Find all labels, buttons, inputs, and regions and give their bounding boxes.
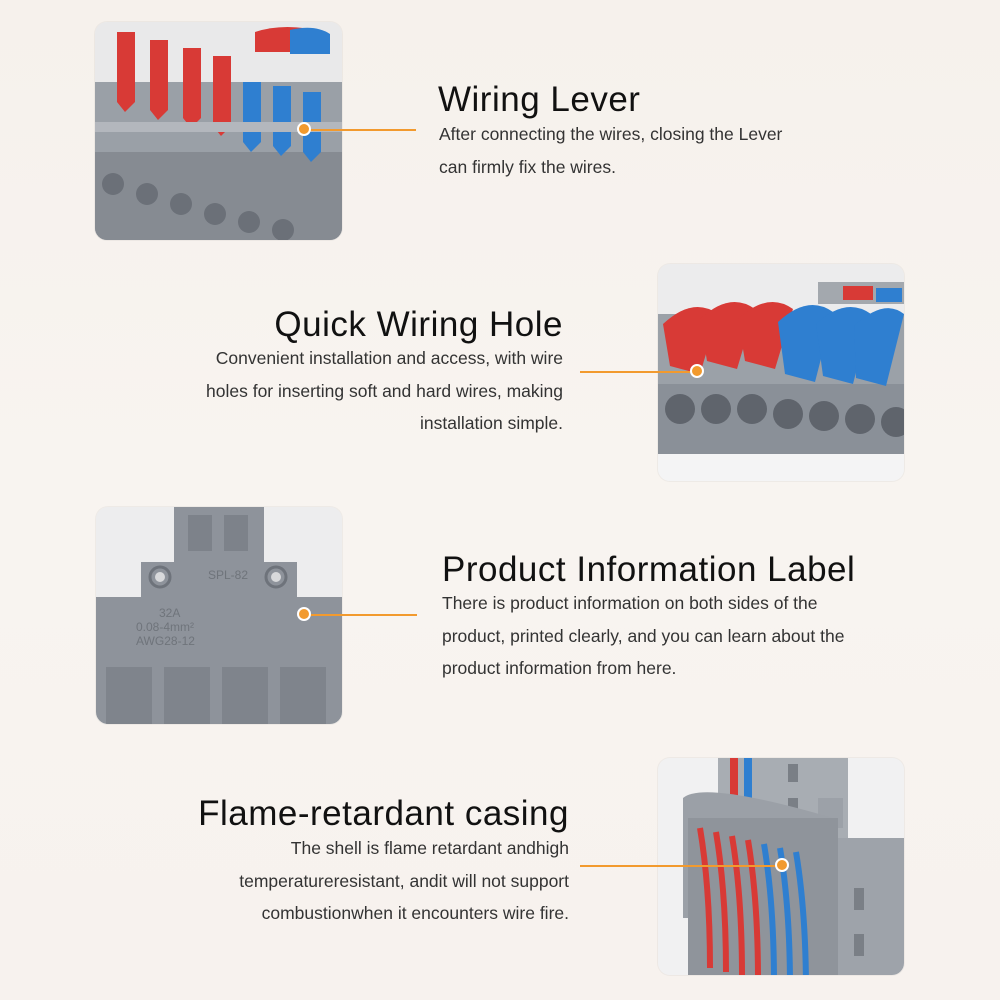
quick-wiring-hole-marker: [690, 364, 704, 378]
flame-retardant-casing-line-1: The shell is flame retardant andhigh: [290, 838, 569, 858]
flame-retardant-casing-marker: [775, 858, 789, 872]
wiring-lever-title: Wiring Lever: [438, 80, 641, 119]
wiring-lever-connector: [304, 129, 416, 131]
wiring-lever-marker: [297, 122, 311, 136]
product-information-label-description: There is product information on both sid…: [442, 587, 844, 685]
product-information-label-marker: [297, 607, 311, 621]
product-information-label-line-2: product, printed clearly, and you can le…: [442, 625, 845, 646]
quick-wiring-hole-line-1: Convenient installation and access, with…: [215, 348, 563, 368]
quick-wiring-hole-description: Convenient installation and access, with…: [206, 342, 563, 440]
quick-wiring-hole-line-2: holes for inserting soft and hard wires,…: [206, 380, 563, 401]
product-information-label-line-3: product information from here.: [442, 658, 677, 678]
product-label-current: 32A: [159, 606, 181, 620]
quick-wiring-hole-title: Quick Wiring Hole: [274, 305, 563, 344]
product-label-model: SPL-82: [208, 568, 249, 582]
flame-retardant-casing-title: Flame-retardant casing: [198, 794, 569, 833]
product-label-awg: AWG28-12: [136, 634, 195, 648]
quick-wiring-hole-line-3: installation simple.: [420, 413, 563, 433]
product-information-label-title: Product Information Label: [442, 550, 856, 589]
flame-retardant-casing-line-2: temperatureresistant, andit will not sup…: [239, 870, 569, 891]
product-label-section: 0.08-4mm²: [136, 620, 195, 634]
wiring-lever-description: After connecting the wires, closing the …: [439, 118, 782, 183]
wiring-lever-line-2: can firmly fix the wires.: [439, 156, 616, 177]
quick-wiring-hole-connector: [580, 371, 698, 373]
flame-retardant-casing-line-3: combustionwhen it encounters wire fire.: [261, 903, 569, 923]
product-information-label-connector: [304, 614, 417, 616]
flame-retardant-casing-description: The shell is flame retardant andhigh tem…: [239, 832, 569, 930]
product-information-label-line-1: There is product information on both sid…: [442, 593, 818, 613]
flame-retardant-casing-illustration: [658, 758, 904, 975]
wiring-lever-line-1: After connecting the wires, closing the …: [439, 124, 783, 144]
flame-retardant-casing-connector: [580, 865, 778, 867]
